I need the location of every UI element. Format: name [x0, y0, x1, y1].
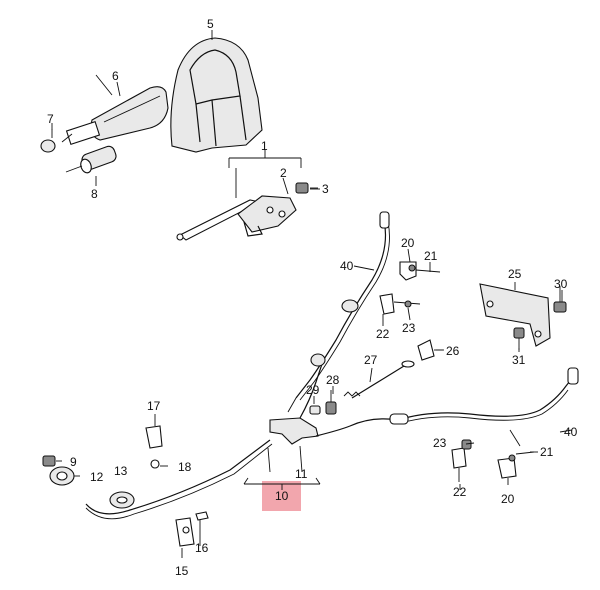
label-3: 3 — [322, 182, 329, 196]
part-40-left-cable — [287, 211, 390, 413]
label-11: 11 — [295, 467, 308, 481]
label-12: 12 — [90, 470, 104, 484]
part-28-29-pin — [309, 390, 337, 415]
label-1: 1 — [261, 139, 268, 153]
part-9-nut — [42, 455, 56, 467]
label-5: 5 — [207, 17, 214, 31]
label-26: 26 — [446, 344, 460, 358]
label-23-bottom: 23 — [433, 436, 447, 450]
label-21-bottom: 21 — [540, 445, 554, 459]
part-7-cap — [40, 129, 56, 153]
part-3-nut — [295, 182, 318, 194]
part-13-grommet — [109, 491, 135, 509]
label-28: 28 — [326, 373, 340, 387]
label-20-bottom: 20 — [501, 492, 515, 506]
label-30: 30 — [554, 277, 568, 291]
part-40-right-cable — [389, 367, 579, 447]
label-21-top: 21 — [424, 249, 438, 263]
part-22-23-lower — [451, 439, 472, 482]
part-27-spring — [343, 360, 415, 399]
label-25: 25 — [508, 267, 522, 281]
label-22-bottom: 22 — [453, 485, 467, 499]
label-6: 6 — [112, 69, 119, 83]
part-12-grommet — [49, 466, 75, 486]
label-9: 9 — [70, 455, 77, 469]
leader-7-a — [61, 133, 73, 143]
part-10-11-cable — [85, 363, 399, 520]
label-15: 15 — [175, 564, 189, 578]
label-27: 27 — [364, 353, 378, 367]
part-30-31-bolts — [513, 286, 567, 350]
part-8-sleeve — [65, 145, 117, 186]
label-13: 13 — [114, 464, 128, 478]
part-20-21-lower — [497, 451, 535, 479]
part-25-bracket — [479, 283, 551, 347]
leader-lines — [51, 74, 573, 558]
label-20-top: 20 — [401, 236, 415, 250]
label-29: 29 — [306, 383, 320, 397]
part-5-cover — [170, 37, 263, 153]
callout-labels: 5 6 7 8 1 2 3 40 20 21 22 23 25 30 31 26… — [47, 17, 578, 578]
label-18: 18 — [178, 460, 192, 474]
label-17: 17 — [147, 399, 161, 413]
label-2: 2 — [280, 166, 287, 180]
part-20-21-upper — [399, 261, 441, 281]
label-16: 16 — [195, 541, 209, 555]
part-17-18-clip — [145, 414, 163, 469]
label-40-right: 40 — [564, 425, 578, 439]
label-10: 10 — [275, 489, 289, 503]
bracket-10-tick — [243, 477, 321, 490]
highlight-box-10 — [262, 481, 301, 511]
leader-6 — [116, 81, 121, 97]
label-8: 8 — [91, 187, 98, 201]
label-7: 7 — [47, 112, 54, 126]
part-6-grip — [65, 86, 169, 145]
label-23-top: 23 — [402, 321, 416, 335]
part-22-23-upper — [379, 293, 421, 315]
part-15-16-bracket — [175, 511, 209, 547]
label-31: 31 — [512, 353, 526, 367]
part-1-2-lever — [176, 150, 302, 241]
label-22-top: 22 — [376, 327, 390, 341]
label-40-top: 40 — [340, 259, 354, 273]
